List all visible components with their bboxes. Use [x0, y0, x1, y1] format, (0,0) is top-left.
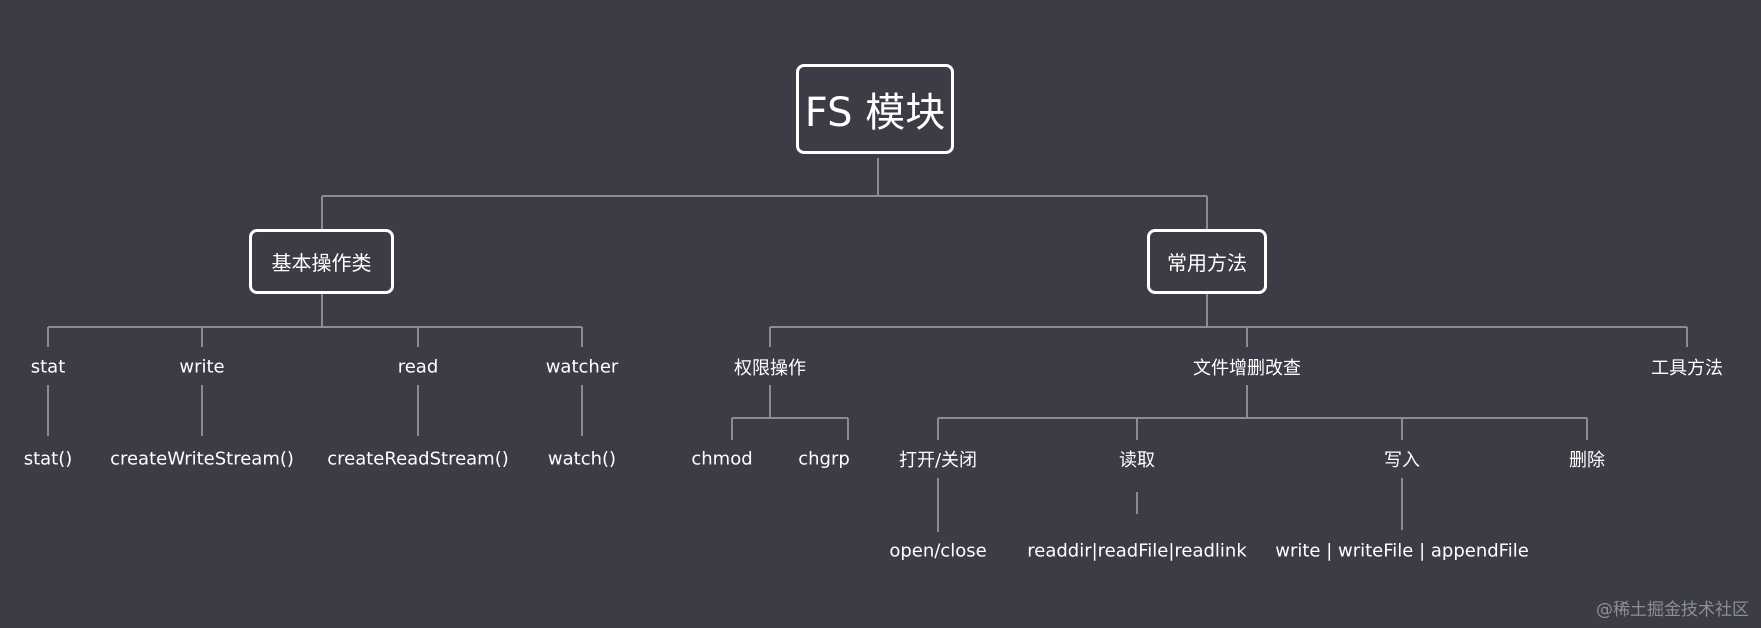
delete-label: 删除: [1569, 450, 1605, 471]
watermark: @稀土掘金技术社区: [1596, 600, 1749, 620]
chmod-label: chmod: [691, 448, 753, 470]
watch-fn-label: watch(): [547, 448, 617, 470]
stat-label: stat: [30, 356, 66, 378]
common-methods-label: 常用方法: [1167, 251, 1247, 275]
connector-permissions: [731, 385, 849, 440]
watcher-label: watcher: [545, 356, 619, 378]
open-close-fn-label: open/close: [889, 540, 987, 562]
basic-operations-node: 基本操作类: [249, 229, 394, 294]
connector-basic: [47, 294, 583, 347]
write-cn-label: 写入: [1384, 450, 1420, 471]
permissions-label: 权限操作: [734, 358, 806, 379]
read-label: read: [397, 356, 439, 378]
tools-label: 工具方法: [1651, 358, 1723, 379]
read-cn-label: 读取: [1119, 450, 1155, 471]
connector-crud-leaves: [937, 478, 1403, 532]
root-node: FS 模块: [796, 64, 954, 154]
root-label: FS 模块: [804, 90, 946, 136]
connector-crud: [937, 385, 1588, 440]
common-methods-node: 常用方法: [1147, 229, 1267, 294]
write-fn-label: write | writeFile | appendFile: [1275, 540, 1529, 562]
stat-fn-label: stat(): [23, 448, 73, 470]
write-label: write: [179, 356, 225, 378]
create-write-stream-label: createWriteStream(): [110, 448, 294, 470]
basic-operations-label: 基本操作类: [271, 251, 372, 275]
connector-root: [321, 158, 1208, 229]
connector-basic-leaves: [47, 385, 583, 436]
create-read-stream-label: createReadStream(): [327, 448, 509, 470]
chgrp-label: chgrp: [798, 448, 850, 470]
open-close-label: 打开/关闭: [898, 450, 978, 471]
connector-common: [769, 294, 1688, 347]
file-crud-label: 文件增删改查: [1193, 358, 1301, 379]
read-fn-label: readdir|readFile|readlink: [1027, 540, 1247, 562]
